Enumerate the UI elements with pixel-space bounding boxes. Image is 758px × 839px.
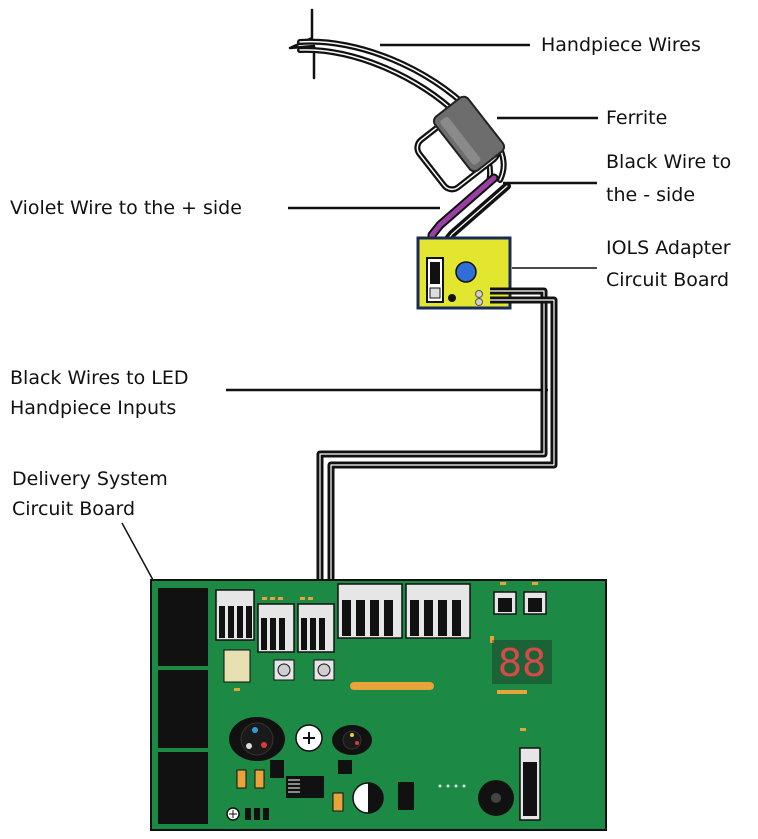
delivery-system-board: 88 [150, 579, 607, 831]
board-half-circle [352, 782, 384, 814]
board-round-connector-1 [229, 717, 285, 761]
leader-delivery [121, 522, 154, 581]
label-delivery-line1: Delivery System [12, 468, 168, 490]
ferrite-body [432, 95, 506, 173]
board-round-connector-2 [332, 725, 372, 755]
label-ferrite: Ferrite [606, 107, 668, 129]
wire-break-symbol [288, 8, 316, 80]
board-button-1 [273, 659, 295, 681]
label-black-wires-line1: Black Wires to LED [10, 367, 189, 389]
led-wire-2 [327, 296, 558, 618]
board-ic-2 [398, 782, 414, 810]
led-handpiece-wires [316, 287, 558, 618]
label-black-wires-line2: Handpiece Inputs [10, 397, 177, 419]
board-left-block-1 [158, 588, 208, 666]
label-black-wire-line2: the - side [606, 184, 696, 206]
board-connector-d [337, 583, 403, 639]
board-left-block-2 [158, 670, 208, 748]
board-connector-e [405, 583, 471, 639]
board-buzzer [478, 780, 514, 816]
board-beige-component [223, 649, 251, 683]
board-seven-segment-display: 88 [492, 640, 552, 685]
board-orange-bar [350, 682, 434, 690]
board-slide-switch [519, 747, 541, 821]
board-connector-c [297, 603, 335, 653]
board-connector-b [257, 603, 295, 653]
board-capacitor [295, 724, 323, 752]
label-black-wire-line1: Black Wire to [606, 151, 732, 173]
board-left-block-3 [158, 752, 208, 824]
board-connector-a [215, 589, 255, 641]
adapter-blue-connector [455, 261, 477, 283]
label-iols-line2: Circuit Board [606, 269, 730, 291]
board-switch-2 [523, 591, 547, 615]
iols-adapter-board [416, 236, 512, 310]
board-button-2 [313, 659, 335, 681]
label-delivery-line2: Circuit Board [12, 498, 136, 520]
display-digits: 88 [498, 641, 546, 685]
leader-lines [121, 43, 598, 581]
board-ic-1 [286, 776, 324, 798]
label-iols-line1: IOLS Adapter [606, 237, 731, 259]
board-switch-1 [493, 591, 517, 615]
label-violet-wire: Violet Wire to the + side [10, 197, 242, 219]
ferrite-assembly [414, 95, 506, 193]
label-handpiece-wires: Handpiece Wires [541, 34, 701, 56]
